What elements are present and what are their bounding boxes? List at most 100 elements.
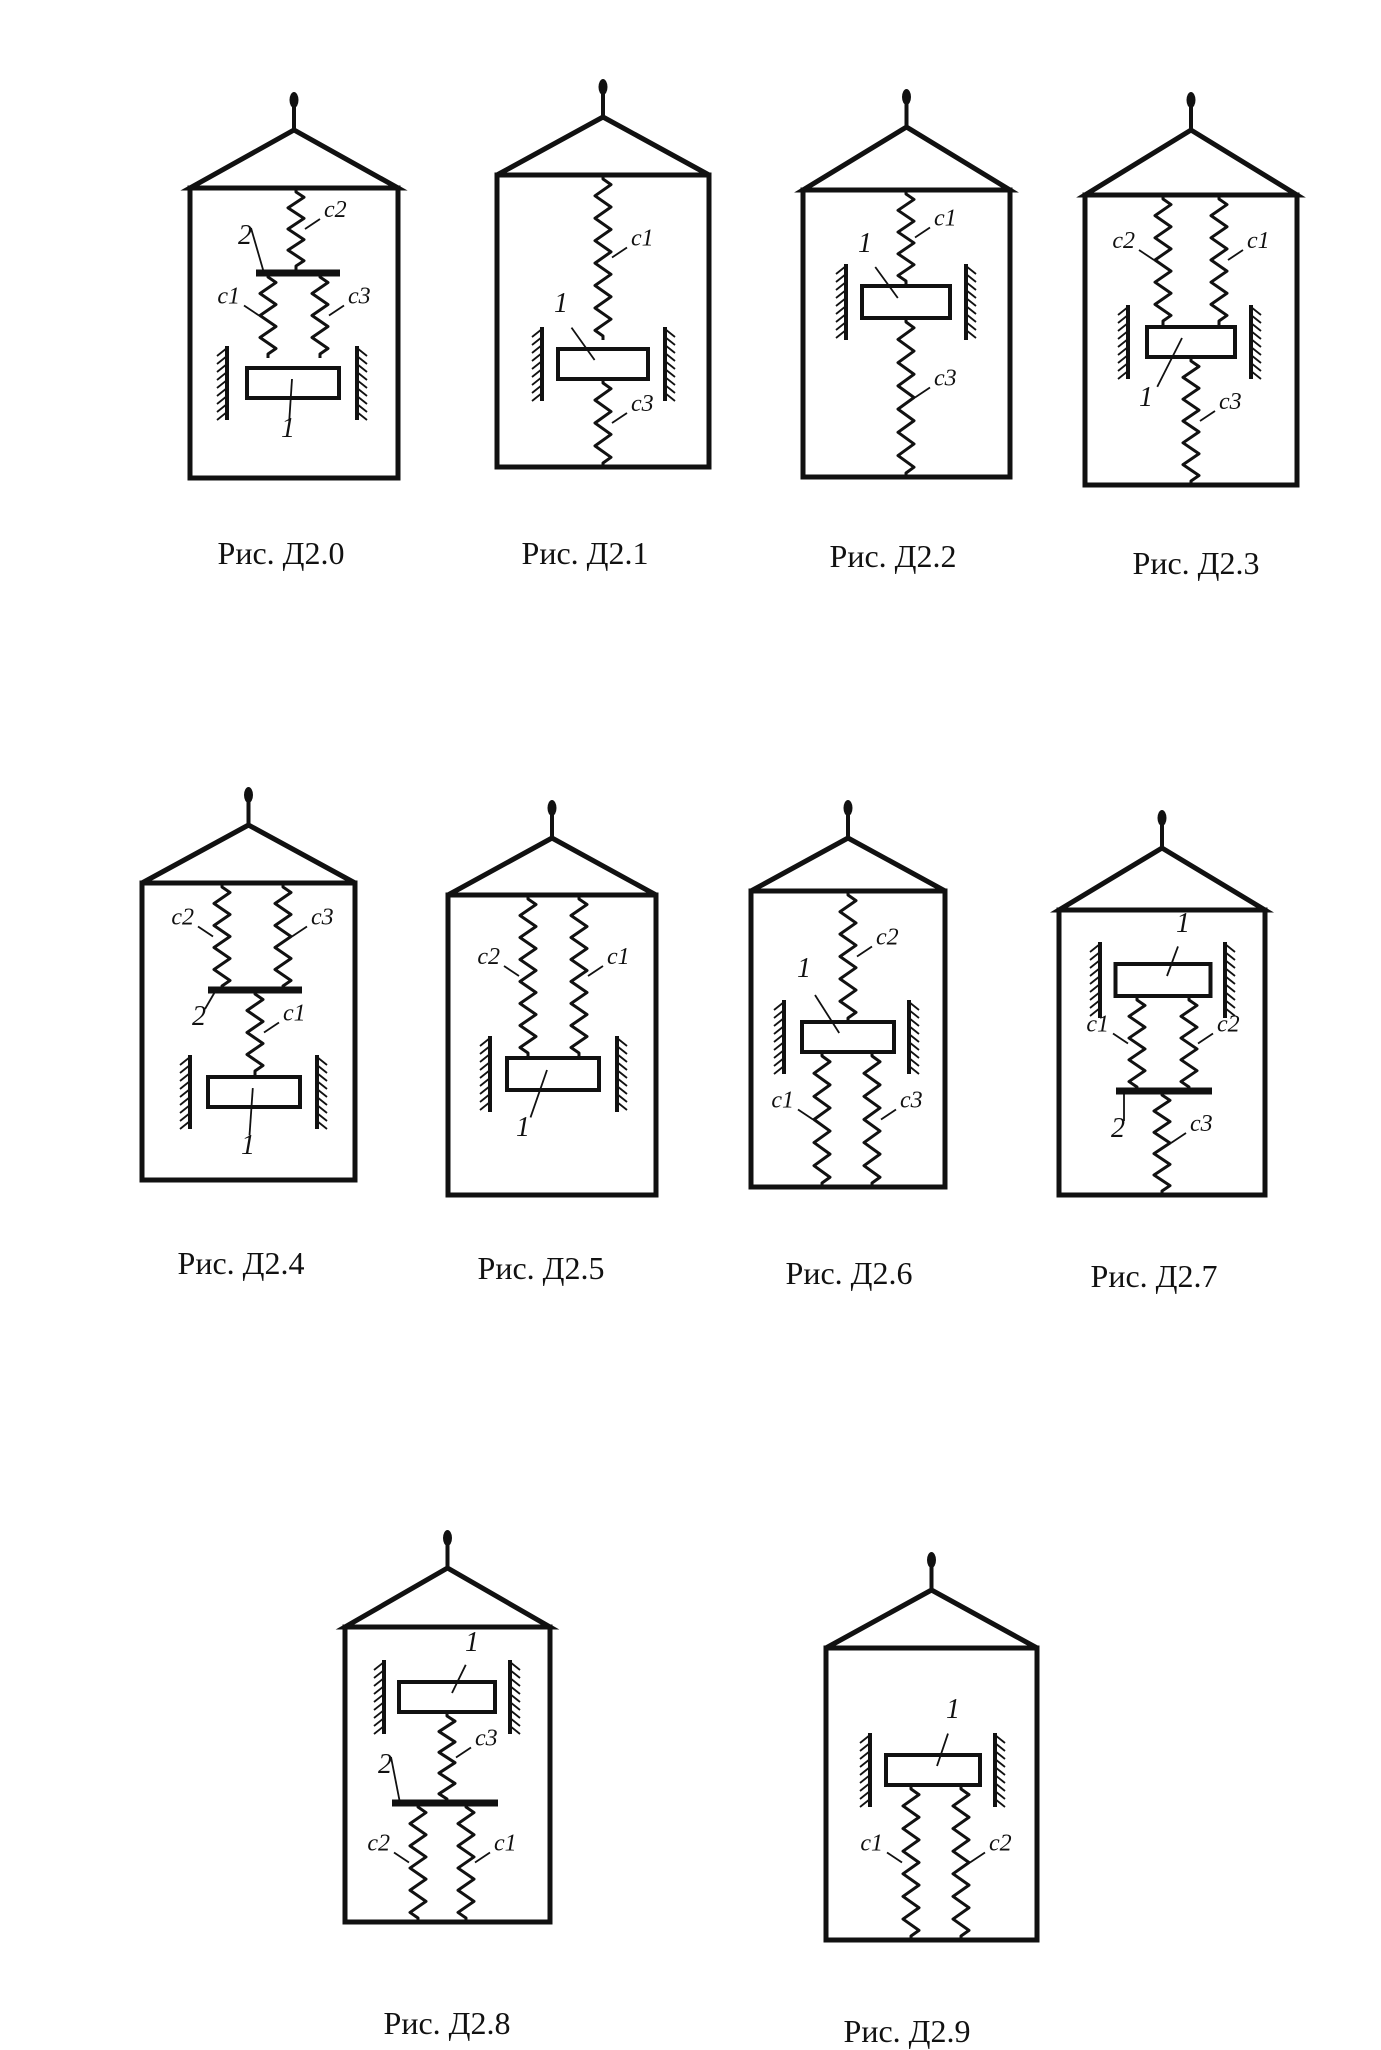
spring-label-c3: c3	[1190, 1111, 1213, 1137]
guide-rail-hatch	[1224, 983, 1236, 993]
guide-rail-hatch	[1250, 330, 1262, 340]
spring-label-c1: c1	[607, 944, 630, 970]
hook-eye	[1157, 810, 1167, 826]
guide-rail-hatch	[965, 329, 977, 339]
guide-rail-hatch	[479, 1053, 491, 1063]
suspension-triangle	[446, 835, 658, 898]
guide-rail-hatch	[531, 360, 543, 370]
guide-rail-hatch	[356, 387, 368, 397]
spring-c1	[896, 190, 916, 285]
guide-rail-hatch	[316, 1088, 328, 1098]
guide-rail-hatch	[664, 352, 676, 362]
load-block	[556, 347, 650, 381]
guide-rail-hatch	[1250, 306, 1262, 316]
guide-rail-hatch	[664, 344, 676, 354]
guide-rail-hatch	[531, 384, 543, 394]
spring-c1	[569, 895, 589, 1057]
hook-eye	[1186, 92, 1196, 108]
guide-rail-hatch	[965, 273, 977, 283]
hook-eye	[598, 79, 608, 95]
load-label: 1	[1139, 382, 1153, 413]
guide-rail-hatch	[1224, 943, 1236, 953]
caption-fig-9: Рис. Д2.9	[843, 2013, 971, 2049]
guide-rail-hatch	[356, 371, 368, 381]
plate-label: 2	[378, 1749, 392, 1780]
hook-eye	[902, 89, 911, 105]
frame-box	[139, 880, 358, 1183]
leader-line	[914, 386, 931, 399]
guide-rail-hatch	[316, 1104, 328, 1114]
spring-label-c3: c3	[934, 366, 957, 392]
guide-rail-hatch	[773, 1041, 785, 1051]
guide-rail-hatch	[509, 1725, 521, 1735]
leader-line	[455, 1746, 472, 1759]
spring-label-c3: c3	[475, 1726, 498, 1752]
leader-line	[1112, 1032, 1129, 1045]
leader-line	[1166, 946, 1179, 977]
guide-rail-hatch	[1089, 951, 1101, 961]
guide-rail-hatch	[616, 1077, 628, 1087]
guide-rail-hatch	[509, 1661, 521, 1671]
caption-fig-0: Рис. Д2.0	[217, 535, 345, 571]
guide-rail-hatch	[509, 1717, 521, 1727]
guide-rail-hatch	[179, 1080, 191, 1090]
guide-rail-hatch	[1224, 967, 1236, 977]
load-block	[1113, 962, 1213, 998]
leader-line	[1199, 410, 1216, 422]
leader-line	[248, 1087, 254, 1136]
caption-fig-5: Рис. Д2.5	[477, 1250, 605, 1286]
leader-line	[936, 1733, 949, 1767]
load-block	[505, 1056, 601, 1092]
guide-rail-hatch	[835, 289, 847, 299]
spring-label-c2: c2	[989, 1831, 1012, 1857]
guide-rail-hatch	[1224, 1007, 1236, 1017]
guide-rail-hatch	[479, 1085, 491, 1095]
guide-rail-hatch	[356, 363, 368, 373]
spring-label-c1: c1	[494, 1831, 517, 1857]
leader-line	[1138, 249, 1155, 261]
guide-rail-hatch	[908, 1041, 920, 1051]
caption-fig-4: Рис. Д2.4	[177, 1245, 305, 1281]
guide-rail-hatch	[773, 1033, 785, 1043]
caption-fig-8: Рис. Д2.8	[383, 2005, 511, 2041]
guide-rail-hatch	[835, 313, 847, 323]
guide-rail-hatch	[531, 368, 543, 378]
spring-c2	[838, 891, 858, 1022]
spring-label-c2: c2	[367, 1831, 390, 1857]
spring-c3	[862, 1052, 882, 1187]
guide-rail-hatch	[479, 1093, 491, 1103]
spring-c3	[437, 1712, 457, 1803]
guide-rail-hatch	[216, 387, 228, 397]
suspension-triangle	[1076, 127, 1306, 198]
leader-line	[503, 965, 520, 977]
spring-label-c2: c2	[1217, 1012, 1240, 1038]
leader-line	[856, 945, 873, 958]
guide-rail-hatch	[1117, 330, 1129, 340]
load-label: 1	[858, 228, 872, 259]
guide-rail-hatch	[1250, 346, 1262, 356]
guide-rail-hatch	[908, 1065, 920, 1075]
spring-c3	[593, 379, 613, 467]
spring-c1	[1127, 996, 1147, 1091]
guide-rail-hatch	[179, 1064, 191, 1074]
guide-rail-hatch	[216, 347, 228, 357]
load-label: 1	[241, 1130, 255, 1161]
guide-rail-hatch	[1250, 370, 1262, 380]
guide-rail-hatch	[356, 347, 368, 357]
guide-rail-hatch	[479, 1069, 491, 1079]
caption-fig-7: Рис. Д2.7	[1090, 1258, 1218, 1294]
guide-rail-hatch	[773, 1065, 785, 1075]
spring-label-c2: c2	[1112, 228, 1135, 254]
spring-label-c2: c2	[324, 197, 347, 223]
guide-rail-hatch	[531, 336, 543, 346]
leader-line	[886, 1851, 903, 1864]
guide-rail-hatch	[216, 379, 228, 389]
guide-rail-hatch	[1117, 306, 1129, 316]
guide-rail-hatch	[664, 384, 676, 394]
spring-label-c1: c1	[283, 1001, 306, 1027]
leader-line	[1227, 249, 1244, 261]
spring-c1	[901, 1785, 921, 1940]
guide-rail-hatch	[994, 1750, 1006, 1760]
guide-rail-hatch	[316, 1064, 328, 1074]
guide-rail-hatch	[664, 368, 676, 378]
